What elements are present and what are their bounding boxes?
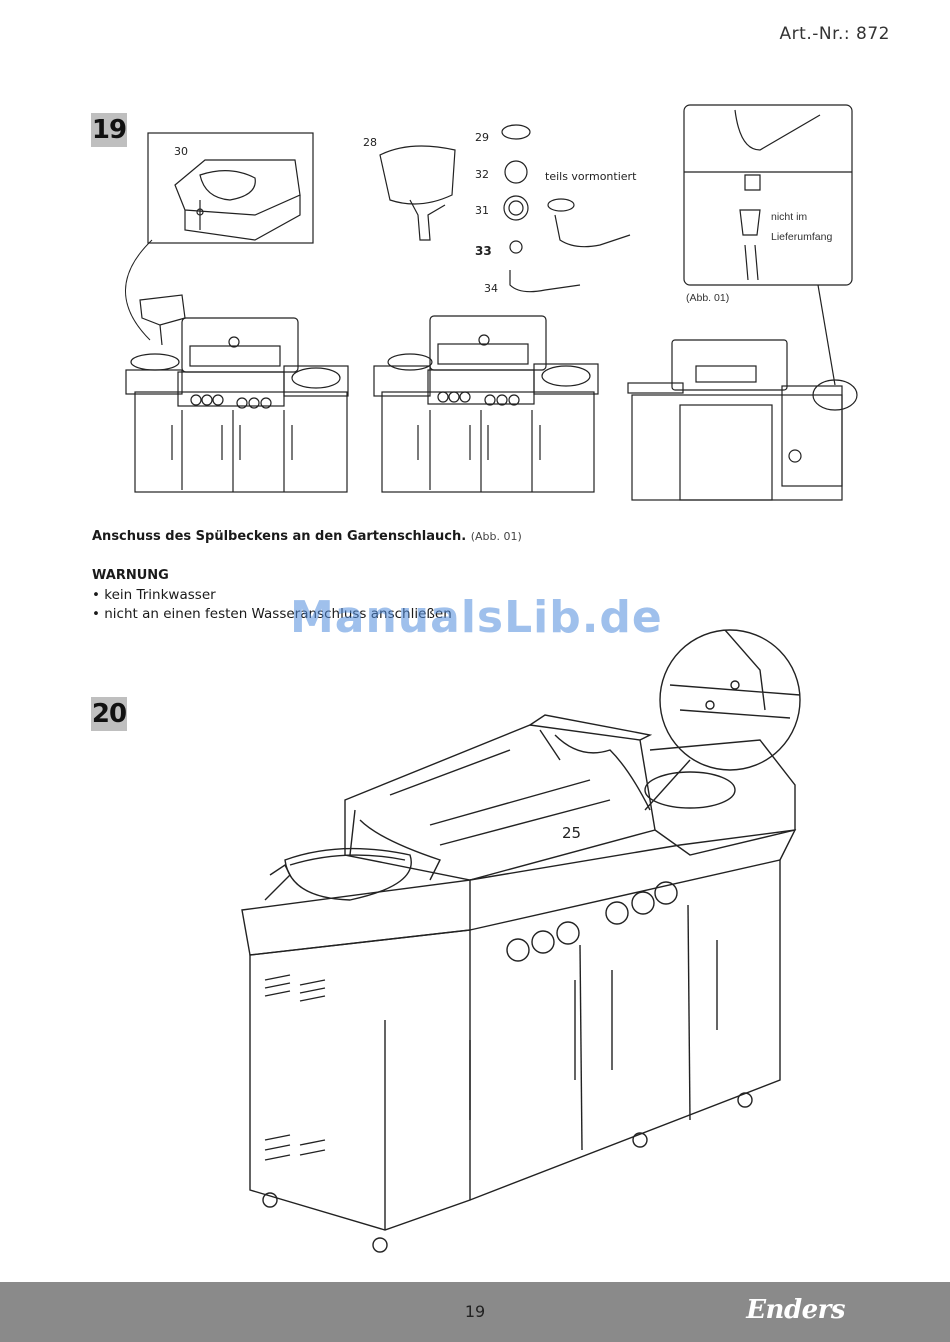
part-label-32: 32 [475, 168, 489, 181]
zoom-detail-circle [660, 630, 800, 770]
part-label-31: 31 [475, 204, 489, 217]
caption-ref: (Abb. 01) [471, 530, 522, 543]
part-label-34: 34 [484, 282, 498, 295]
step-19-illustration: 30 28 29 32 31 33 34 teils vormontiert n… [0, 0, 950, 520]
sink-connection-caption: Anschuss des Spülbeckens an den Gartensc… [92, 529, 522, 544]
page-footer: 19 Enders [0, 1282, 950, 1342]
part-label-33: 33 [475, 244, 492, 258]
part-label-25: 25 [562, 824, 581, 842]
preassembled-note: teils vormontiert [545, 170, 637, 183]
not-included-line2: Lieferumfang [771, 231, 832, 243]
figure-ref-abb01: (Abb. 01) [686, 292, 729, 304]
part-label-28: 28 [363, 136, 377, 149]
zoom-callout-box [684, 105, 852, 285]
detail-inset-box [148, 133, 313, 243]
caption-text: Anschuss des Spülbeckens an den Gartensc… [92, 529, 466, 544]
part-label-30: 30 [174, 145, 188, 158]
warning-title: WARNUNG [92, 568, 169, 583]
part-label-29: 29 [475, 131, 489, 144]
step-20-illustration: 25 [0, 610, 950, 1270]
not-included-line1: nicht im [771, 211, 807, 223]
brand-logo: Enders [746, 1295, 845, 1325]
